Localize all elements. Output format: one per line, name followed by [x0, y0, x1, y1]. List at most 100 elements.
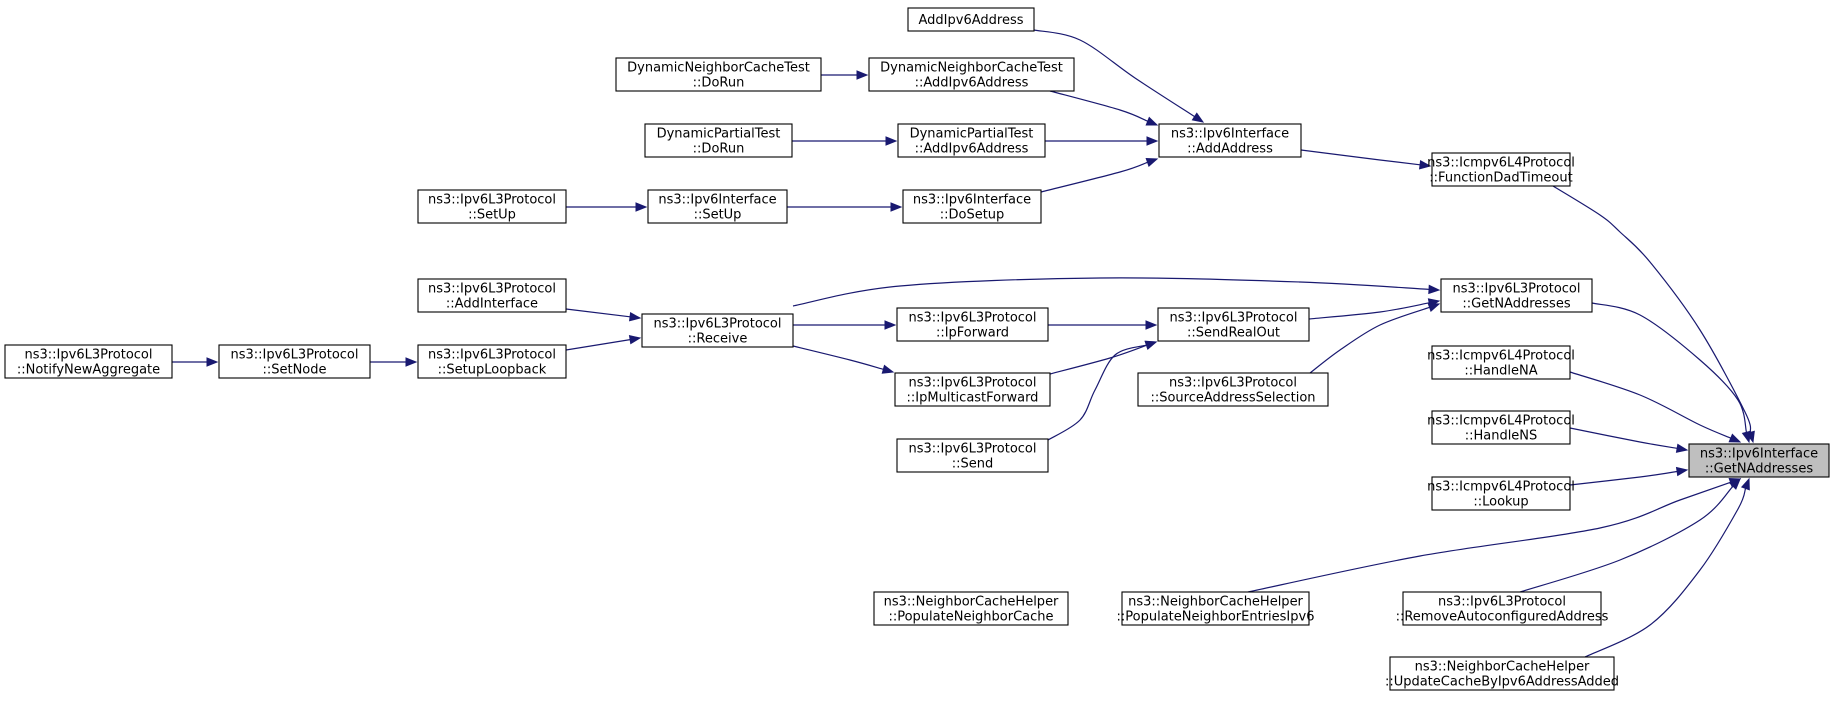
node-icmp_fdt[interactable]: ns3::Icmpv6L4Protocol::FunctionDadTimeou…: [1427, 152, 1575, 187]
node-box: [868, 57, 1075, 92]
edge-dnc_add-to-if_addaddress: [1049, 90, 1159, 126]
node-label-line: ns3::Ipv6L3Protocol: [909, 442, 1037, 457]
node-label-line: ::NotifyNewAggregate: [17, 363, 160, 378]
node-label-line: ns3::Ipv6L3Protocol: [1170, 311, 1298, 326]
edge-l3_send-to-l3_sendrealout: [1047, 340, 1158, 441]
arrowhead-icon: [1741, 430, 1751, 444]
node-label-line: ns3::Ipv6L3Protocol: [1438, 595, 1566, 610]
node-box: [1440, 278, 1593, 313]
node-box: [894, 372, 1051, 407]
node-l3_notify[interactable]: ns3::Ipv6L3Protocol::NotifyNewAggregate: [4, 344, 173, 379]
edge-l3_addif-to-l3_receive: [565, 308, 642, 322]
node-box: [907, 7, 1035, 32]
node-label-line: DynamicNeighborCacheTest: [880, 61, 1063, 76]
node-dp_add[interactable]: DynamicPartialTest::AddIpv6Address: [897, 123, 1046, 158]
node-dp_dorun[interactable]: DynamicPartialTest::DoRun: [644, 123, 793, 158]
node-icmp_na[interactable]: ns3::Icmpv6L4Protocol::HandleNA: [1427, 345, 1575, 380]
node-box: [1402, 591, 1602, 626]
edge-l3_setuploop-to-l3_receive: [565, 335, 642, 351]
node-label-line: ::SendRealOut: [1187, 326, 1280, 341]
node-label-line: ::GetNAddresses: [1705, 462, 1813, 477]
node-l3_setnode[interactable]: ns3::Ipv6L3Protocol::SetNode: [218, 344, 371, 379]
node-l3_ipforward[interactable]: ns3::Ipv6L3Protocol::IpForward: [896, 307, 1049, 342]
edge-l3_sendrealout-to-l3_getn: [1308, 298, 1441, 320]
node-icmp_ns[interactable]: ns3::Icmpv6L4Protocol::HandleNS: [1427, 410, 1575, 445]
node-addipv6[interactable]: AddIpv6Address: [907, 7, 1035, 32]
arrowhead-icon: [1146, 136, 1159, 146]
node-box: [1431, 345, 1571, 380]
edge-icmp_fdt-to-root: [1552, 185, 1755, 444]
arrowhead-icon: [1191, 112, 1205, 123]
node-l3_sendrealout[interactable]: ns3::Ipv6L3Protocol::SendRealOut: [1157, 307, 1310, 342]
node-if_setup[interactable]: ns3::Ipv6Interface::SetUp: [647, 189, 788, 224]
edge-line: [1569, 371, 1732, 439]
node-dnc_add[interactable]: DynamicNeighborCacheTest::AddIpv6Address: [868, 57, 1075, 92]
node-label-line: ns3::Ipv6L3Protocol: [25, 348, 153, 363]
edge-line: [1033, 29, 1195, 118]
node-if_dosetup[interactable]: ns3::Ipv6Interface::DoSetup: [902, 189, 1042, 224]
node-label-line: AddIpv6Address: [919, 13, 1024, 28]
node-box: [896, 307, 1049, 342]
node-l3_send[interactable]: ns3::Ipv6L3Protocol::Send: [896, 438, 1049, 473]
edge-if_dosetup-to-if_addaddress: [1040, 158, 1159, 193]
node-box: [897, 123, 1046, 158]
node-label-line: ::AddInterface: [446, 297, 538, 312]
node-label-line: ::AddAddress: [1187, 142, 1273, 157]
node-label-line: ns3::Ipv6L3Protocol: [654, 317, 782, 332]
node-box: [644, 123, 793, 158]
node-label-line: ns3::NeighborCacheHelper: [1128, 595, 1303, 610]
node-box: [1389, 656, 1615, 691]
node-nch_update[interactable]: ns3::NeighborCacheHelper::UpdateCacheByI…: [1385, 656, 1619, 691]
node-l3_addif[interactable]: ns3::Ipv6L3Protocol::AddInterface: [417, 278, 567, 313]
node-box: [1431, 476, 1571, 511]
edge-line: [1308, 302, 1430, 320]
node-l3_remove[interactable]: ns3::Ipv6L3Protocol::RemoveAutoconfigure…: [1396, 591, 1609, 626]
edge-line: [1049, 90, 1148, 122]
node-label-line: ::SetUp: [694, 208, 742, 223]
node-l3_ipmcast[interactable]: ns3::Ipv6L3Protocol::IpMulticastForward: [894, 372, 1051, 407]
node-dnc_dorun[interactable]: DynamicNeighborCacheTest::DoRun: [615, 57, 822, 92]
edge-line: [1569, 427, 1678, 449]
node-l3_srcsel[interactable]: ns3::Ipv6L3Protocol::SourceAddressSelect…: [1137, 372, 1329, 407]
arrowhead-icon: [1145, 320, 1158, 330]
node-box: [641, 313, 794, 348]
arrowhead-icon: [1728, 433, 1742, 443]
arrowhead-icon: [635, 202, 648, 212]
arrowhead-icon: [405, 357, 418, 367]
node-box: [4, 344, 173, 379]
node-label-line: ::DoRun: [693, 142, 745, 157]
node-if_addaddress[interactable]: ns3::Ipv6Interface::AddAddress: [1158, 123, 1302, 158]
arrowhead-icon: [881, 364, 895, 374]
node-label-line: ::SetNode: [262, 363, 326, 378]
node-l3_setuploop[interactable]: ns3::Ipv6L3Protocol::SetupLoopback: [417, 344, 567, 379]
node-box: [873, 591, 1069, 626]
node-l3_getn[interactable]: ns3::Ipv6L3Protocol::GetNAddresses: [1440, 278, 1593, 313]
arrowhead-icon: [1145, 158, 1159, 167]
edge-l3_ipforward-to-l3_sendrealout: [1048, 320, 1158, 330]
arrowhead-icon: [1144, 340, 1158, 350]
node-l3_setup[interactable]: ns3::Ipv6L3Protocol::SetUp: [417, 189, 567, 224]
edge-icmp_ns-to-root: [1569, 427, 1689, 453]
node-box: [218, 344, 371, 379]
node-label-line: ns3::NeighborCacheHelper: [1415, 660, 1590, 675]
arrowhead-icon: [628, 335, 642, 345]
edge-line: [1247, 481, 1731, 593]
arrowhead-icon: [1740, 477, 1750, 491]
node-nch_popentries[interactable]: ns3::NeighborCacheHelper::PopulateNeighb…: [1117, 591, 1315, 626]
node-l3_receive[interactable]: ns3::Ipv6L3Protocol::Receive: [641, 313, 794, 348]
arrowhead-icon: [885, 136, 898, 146]
node-box: [1431, 410, 1571, 445]
node-icmp_lookup[interactable]: ns3::Icmpv6L4Protocol::Lookup: [1427, 476, 1575, 511]
node-label-line: ::HandleNA: [1464, 364, 1537, 379]
node-label-line: ::GetNAddresses: [1462, 297, 1570, 312]
node-nch_popcache[interactable]: ns3::NeighborCacheHelper::PopulateNeighb…: [873, 591, 1069, 626]
edge-l3_receive-to-l3_ipmcast: [792, 345, 895, 374]
node-box: [902, 189, 1042, 224]
node-label-line: ::AddIpv6Address: [915, 142, 1029, 157]
edge-addipv6-to-if_addaddress: [1033, 29, 1205, 123]
edge-line: [1584, 488, 1747, 658]
edge-line: [1309, 306, 1430, 374]
node-label-line: ns3::Ipv6Interface: [913, 193, 1031, 208]
node-box: [1431, 152, 1571, 187]
